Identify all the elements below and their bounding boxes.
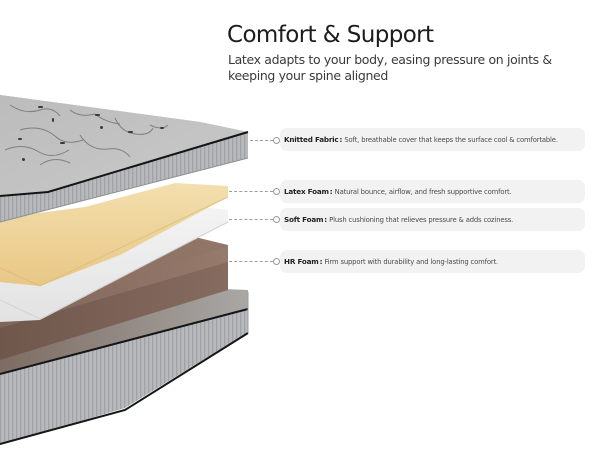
layer-description: Plush cushioning that relieves pressure … bbox=[329, 215, 514, 224]
layer-label: Latex Foam bbox=[284, 187, 329, 196]
knitted-fabric-top bbox=[0, 95, 249, 223]
soft-foam-layer bbox=[0, 205, 229, 322]
layer-separator: : bbox=[339, 135, 343, 144]
layer-label: Knitted Fabric bbox=[284, 135, 339, 144]
layer-pill-soft-foam: Soft Foam : Plush cushioning that reliev… bbox=[280, 208, 585, 231]
page-subtitle: Latex adapts to your body, easing pressu… bbox=[228, 52, 552, 83]
layer-separator: : bbox=[329, 187, 333, 196]
connector-soft-foam bbox=[229, 219, 273, 220]
layer-pill-hr-foam: HR Foam : Firm support with durability a… bbox=[280, 250, 585, 273]
connector-dot-latex-foam bbox=[273, 188, 280, 195]
layer-description: Natural bounce, airflow, and fresh suppo… bbox=[334, 187, 512, 196]
layer-description: Soft, breathable cover that keeps the su… bbox=[344, 135, 558, 144]
connector-latex-foam bbox=[229, 191, 273, 192]
layer-separator: : bbox=[324, 215, 328, 224]
latex-foam-layer bbox=[0, 183, 229, 287]
layer-description: Firm support with durability and long-la… bbox=[324, 257, 499, 266]
layer-separator: : bbox=[319, 257, 323, 266]
layer-pill-knitted-fabric: Knitted Fabric : Soft, breathable cover … bbox=[280, 128, 585, 151]
base-mattress bbox=[0, 288, 249, 445]
connector-knitted-fabric bbox=[250, 140, 273, 141]
connector-hr-foam bbox=[229, 261, 273, 262]
connector-dot-hr-foam bbox=[273, 258, 280, 265]
page-title: Comfort & Support bbox=[227, 22, 434, 48]
connector-dot-soft-foam bbox=[273, 216, 280, 223]
layer-label: Soft Foam bbox=[284, 215, 324, 224]
connector-dot-knitted-fabric bbox=[273, 137, 280, 144]
layer-pill-latex-foam: Latex Foam : Natural bounce, airflow, an… bbox=[280, 180, 585, 203]
layer-label: HR Foam bbox=[284, 257, 319, 266]
